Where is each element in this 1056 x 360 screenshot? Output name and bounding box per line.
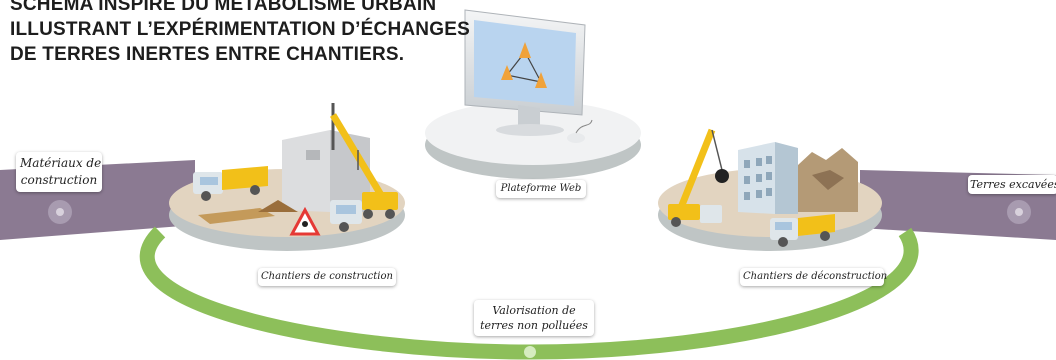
roadworks-sign-icon — [289, 206, 321, 236]
valorisation-label-line-1: Valorisation de — [492, 304, 576, 317]
crane-left-illustration — [329, 103, 398, 219]
valorisation-label-line-2: terres non polluées — [480, 319, 588, 332]
excavated-soil-label: Terres excavées — [968, 175, 1056, 194]
web-platform-label: Plateforme Web — [496, 180, 586, 198]
truck-left-1-illustration — [193, 166, 268, 201]
construction-building-illustration — [282, 130, 370, 212]
old-building-illustration — [738, 142, 798, 214]
diagram-title: SCHÉMA INSPIRÉ DU MÉTABOLISME URBAIN ILL… — [10, 0, 470, 67]
materials-label: Matériaux de construction — [16, 152, 102, 192]
materials-label-line-1: Matériaux de — [20, 156, 102, 170]
exchange-network-icon — [501, 42, 547, 88]
materials-node-marker — [48, 200, 72, 224]
title-line-1: SCHÉMA INSPIRÉ DU MÉTABOLISME URBAIN — [10, 0, 437, 15]
valorisation-node-marker — [524, 346, 536, 358]
excavated-node-marker — [1007, 200, 1031, 224]
deconstruction-sites-label: Chantiers de déconstruction — [740, 268, 887, 286]
computer-monitor-illustration — [464, 9, 593, 143]
truck-right-illustration — [700, 205, 835, 247]
valorisation-label: Valorisation de terres non polluées — [474, 300, 594, 336]
crane-right-illustration — [668, 128, 729, 227]
construction-sites-label: Chantiers de construction — [258, 268, 396, 286]
title-line-3: DE TERRES INERTES ENTRE CHANTIERS. — [10, 44, 405, 65]
title-line-2: ILLUSTRANT L’EXPÉRIMENTATION D’ÉCHANGES — [10, 19, 470, 40]
truck-left-2-illustration — [330, 200, 362, 232]
materials-pile-illustration — [198, 200, 298, 224]
demolished-building-illustration — [798, 148, 858, 212]
materials-label-line-2: construction — [20, 173, 98, 187]
